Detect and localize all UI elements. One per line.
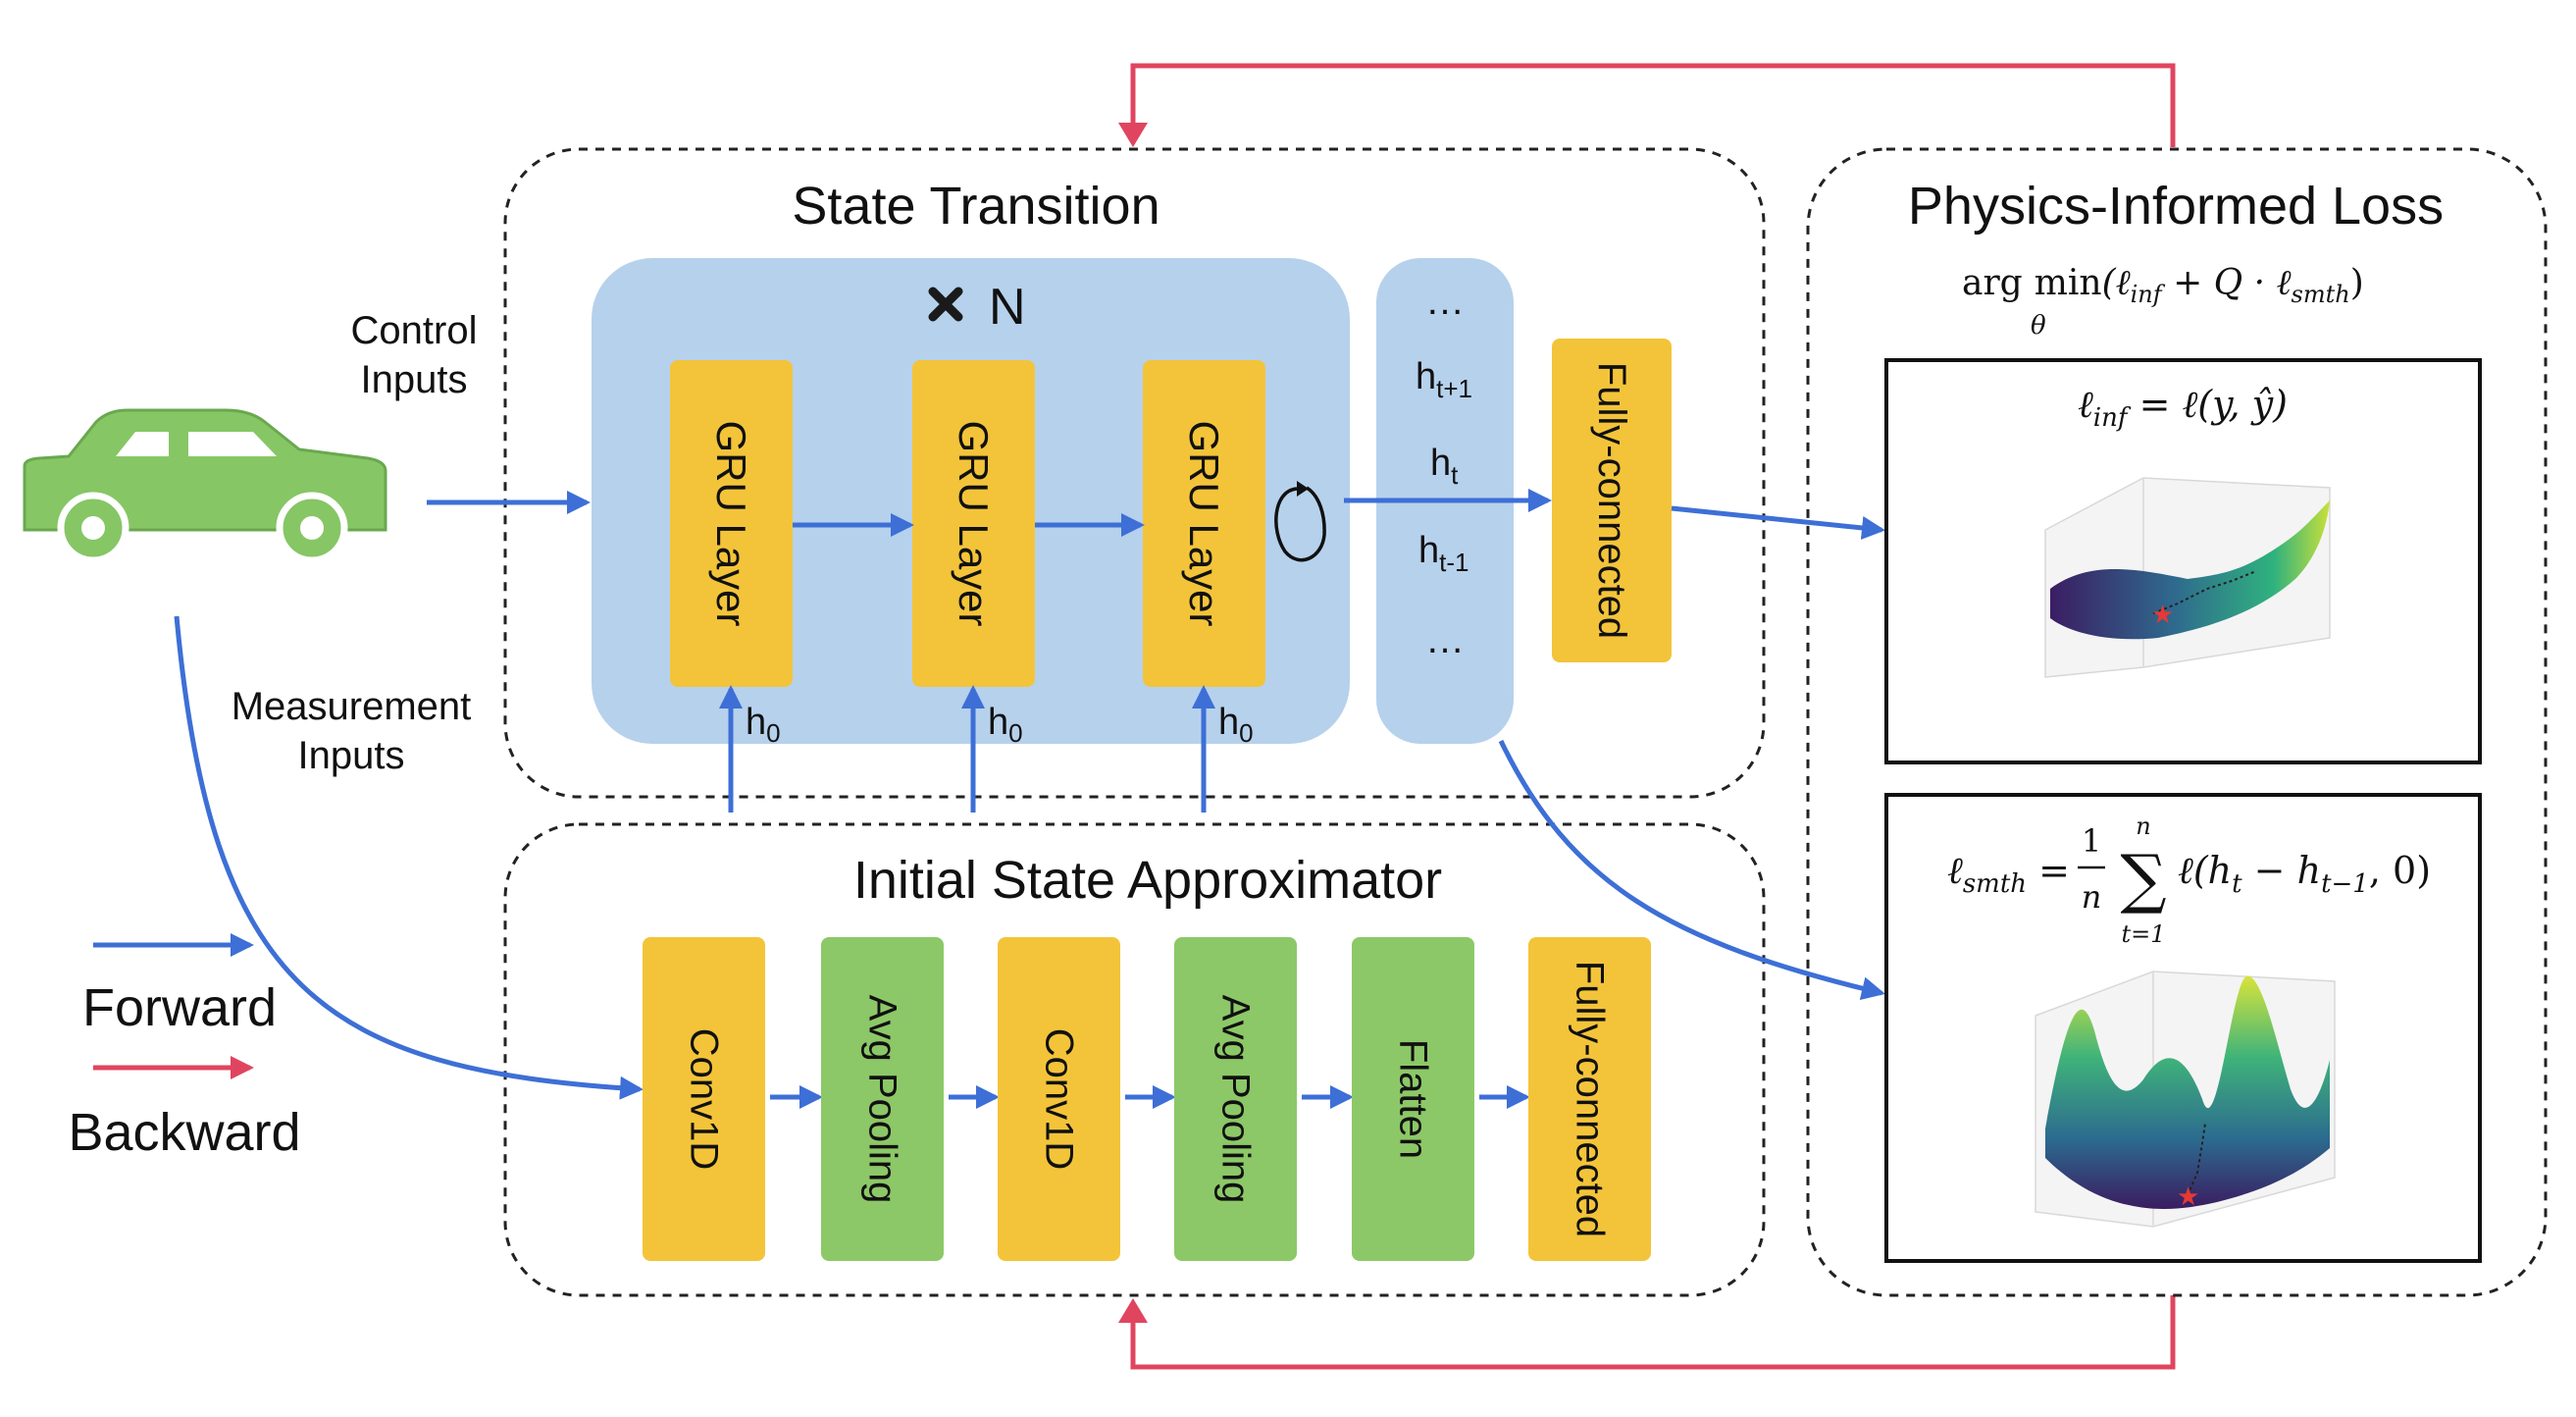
backward-arrow-bottom — [1118, 1295, 2176, 1370]
gru-layer-2-label: GRU Layer — [951, 420, 997, 626]
gru-layer-1-label: GRU Layer — [708, 420, 754, 626]
h0-label-1: h0 — [746, 702, 781, 748]
svg-text:n: n — [2136, 813, 2150, 840]
isa-block-5-label: Flatten — [1392, 1039, 1435, 1159]
state-transition-section — [503, 147, 1766, 799]
hidden-to-smth-loss-arrow — [1498, 739, 1885, 1001]
isa-block-5 — [1352, 937, 1474, 1261]
svg-text:ℓ(ht − ht−1, 0): ℓ(ht − ht−1, 0) — [2178, 849, 2431, 899]
control-inputs-label-1: Control — [351, 309, 478, 352]
loss-objective-theta: θ — [2031, 311, 2046, 341]
svg-text:ℓsmth =: ℓsmth = — [1947, 849, 2070, 899]
state-transition-title: State Transition — [792, 177, 1159, 236]
initial-state-title: Initial State Approximator — [853, 851, 1442, 910]
svg-text:∑: ∑ — [2120, 841, 2166, 917]
isa-block-3-label: Conv1D — [1038, 1028, 1081, 1171]
gru-layer-3-label: GRU Layer — [1181, 420, 1227, 626]
hidden-state-next: ht+1 — [1416, 356, 1472, 403]
fc-to-inf-loss-arrow — [1671, 505, 1885, 540]
inf-loss-surface-plot: ★ — [2044, 477, 2331, 678]
legend-backward-label: Backward — [68, 1103, 300, 1162]
smth-loss-formula: ℓsmth = 1 n ∑ n t=1 ℓ(ht − ht−1, 0) — [1947, 813, 2431, 948]
inf-loss-formula: ℓinf = ℓ(y, ŷ) — [2078, 383, 2288, 433]
initial-state-section — [503, 822, 1766, 1297]
isa-block-2-label: Avg Pooling — [861, 995, 904, 1204]
measurement-inputs-label-2: Inputs — [298, 734, 405, 777]
smth-loss-surface-plot: ★ — [2035, 971, 2336, 1228]
initial-state-blocks: Conv1D Avg Pooling Conv1D Avg Pooling Flatte… — [643, 937, 1651, 1261]
physics-loss-title: Physics-Informed Loss — [1908, 177, 2444, 236]
backward-arrow-top — [1118, 63, 2176, 147]
svg-text:n: n — [2082, 878, 2102, 916]
isa-block-6 — [1528, 937, 1651, 1261]
isa-block-4-label: Avg Pooling — [1214, 995, 1258, 1204]
repeat-n-label: N — [989, 279, 1026, 336]
hidden-states-ellipsis-top: … — [1425, 280, 1465, 323]
svg-text:t=1: t=1 — [2121, 920, 2165, 948]
isa-block-1-label: Conv1D — [683, 1028, 726, 1171]
hidden-state-prev: ht-1 — [1418, 530, 1468, 577]
isa-block-6-label: Fully-connected — [1569, 961, 1612, 1237]
isa-block-1 — [643, 937, 765, 1261]
measurement-inputs-label-1: Measurement — [232, 685, 472, 728]
fc-block-state-label: Fully-connected — [1590, 362, 1633, 639]
svg-text:★: ★ — [2177, 1181, 2199, 1211]
isa-block-2 — [821, 937, 944, 1261]
h0-label-2: h0 — [988, 702, 1023, 748]
gru-layer-3 — [1143, 360, 1265, 687]
control-inputs-label-2: Inputs — [361, 358, 468, 401]
svg-text:1: 1 — [2082, 822, 2101, 860]
physics-loss-section — [1806, 147, 2548, 1297]
gru-layer-1 — [670, 360, 793, 687]
fc-block-state — [1552, 339, 1672, 662]
isa-block-4 — [1174, 937, 1297, 1261]
hidden-states-ellipsis-bottom: … — [1425, 618, 1465, 661]
measurement-input-arrow — [174, 615, 644, 1100]
recurrent-loop-icon — [1274, 481, 1326, 562]
gru-layer-2 — [912, 360, 1035, 687]
svg-text:★: ★ — [2151, 600, 2174, 629]
car-icon — [23, 408, 387, 564]
repeat-times-icon — [928, 287, 963, 322]
hidden-state-current: ht — [1430, 443, 1459, 490]
legend-forward-label: Forward — [82, 978, 277, 1037]
h0-label-3: h0 — [1218, 702, 1254, 748]
isa-block-3 — [998, 937, 1120, 1261]
